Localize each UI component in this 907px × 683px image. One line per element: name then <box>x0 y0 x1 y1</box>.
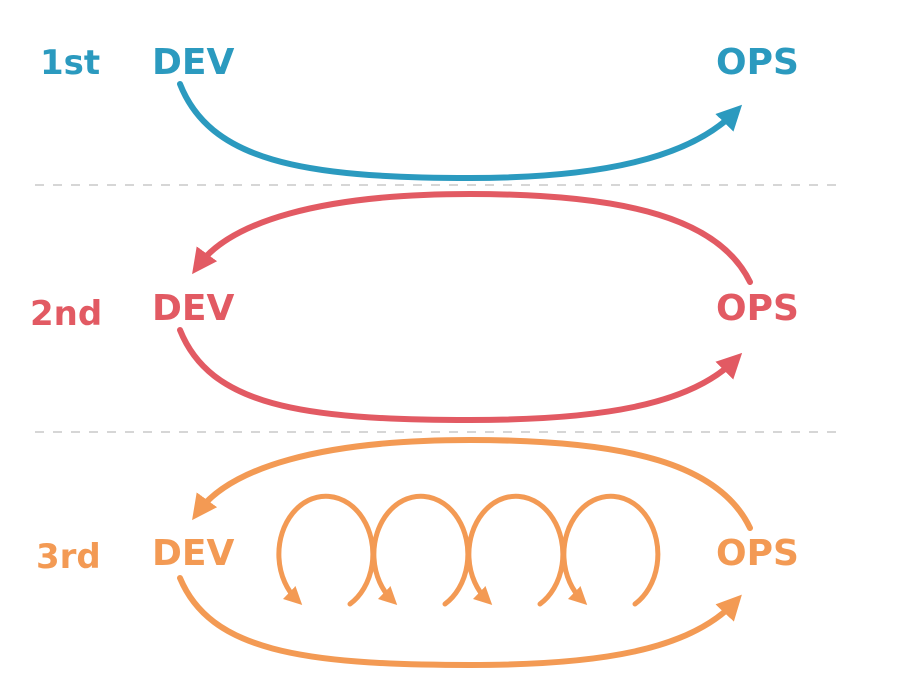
second-way-dev-label: DEV <box>152 288 234 329</box>
second-way-ops-to-dev-arrow <box>192 190 753 285</box>
second-way-ops-label: OPS <box>716 288 799 329</box>
second-way-label: 2nd <box>30 294 102 334</box>
learning-loop-2 <box>371 493 471 607</box>
second-way: 2nd DEV OPS <box>30 190 799 424</box>
learning-loop-1 <box>276 493 376 607</box>
third-way-dev-to-ops-arrow <box>177 575 742 669</box>
first-way-ops-label: OPS <box>716 42 799 83</box>
first-way: 1st DEV OPS <box>40 42 799 182</box>
first-way-dev-to-ops-arrow <box>177 81 743 182</box>
third-way-dev-label: DEV <box>152 533 234 574</box>
learning-loop-4 <box>561 493 661 607</box>
third-way-ops-label: OPS <box>716 533 799 574</box>
third-way-label: 3rd <box>36 537 101 577</box>
second-way-dev-to-ops-arrow <box>177 327 743 424</box>
third-way-ops-to-dev-arrow <box>192 436 753 531</box>
third-way-loops <box>276 493 661 607</box>
third-way: 3rd DEV OPS <box>36 436 799 669</box>
learning-loop-3 <box>466 493 566 607</box>
first-way-dev-label: DEV <box>152 42 234 83</box>
first-way-label: 1st <box>40 43 100 83</box>
